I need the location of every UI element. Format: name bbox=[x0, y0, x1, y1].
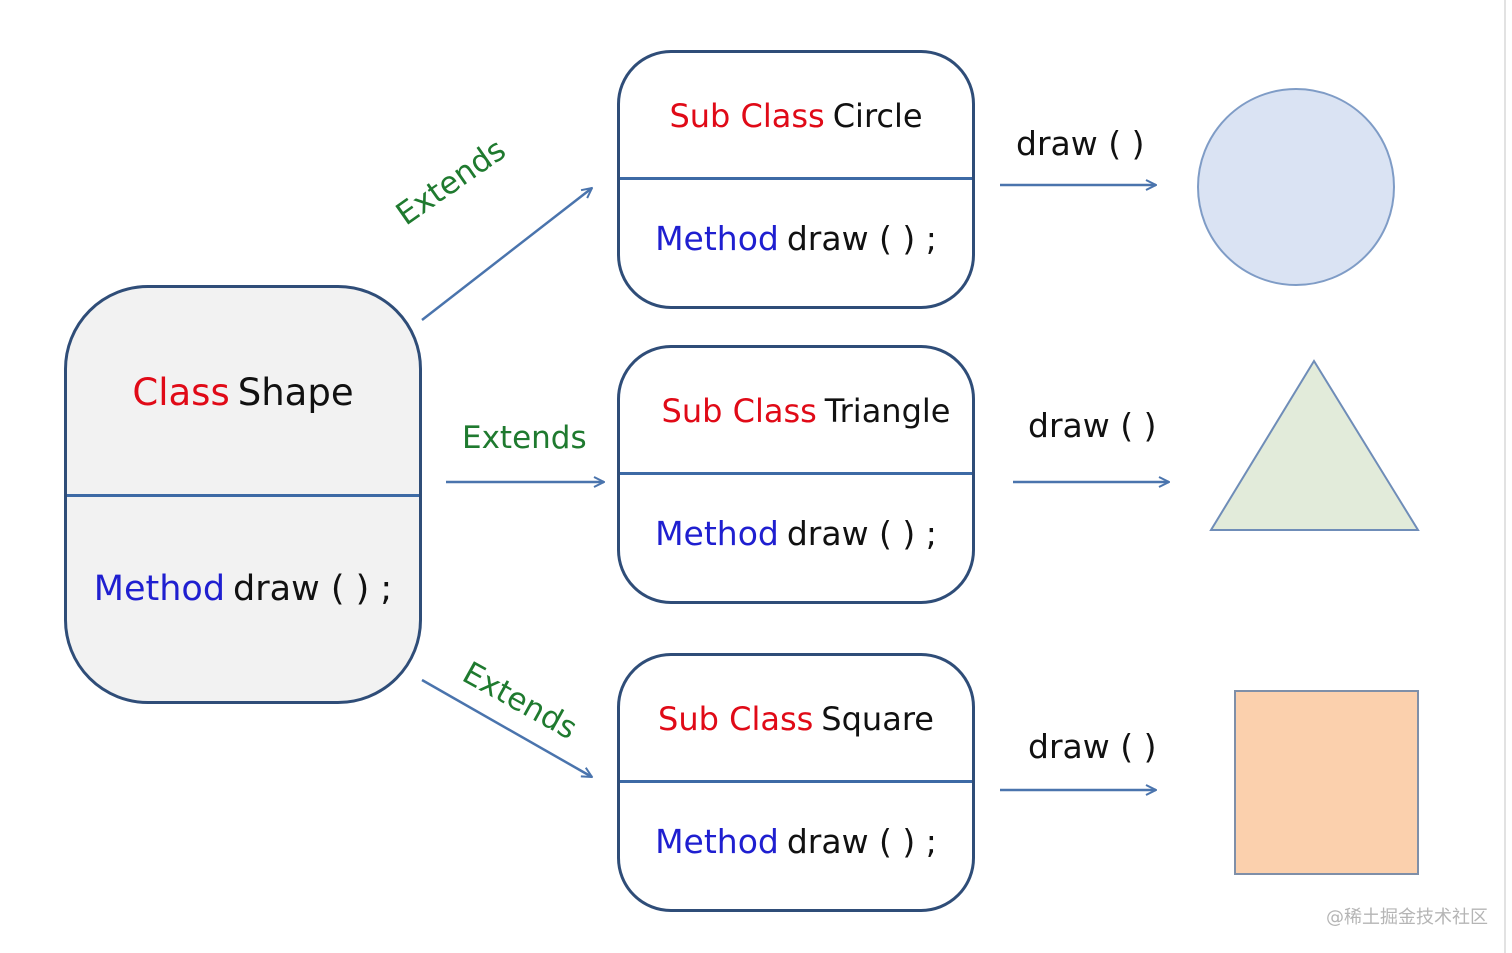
class-keyword: Class bbox=[132, 370, 230, 414]
method-signature: draw ( ) ; bbox=[786, 821, 937, 861]
watermark: @稀土掘金技术社区 bbox=[1326, 907, 1488, 928]
method-signature: draw ( ) ; bbox=[786, 218, 937, 258]
extends-label-triangle: Extends bbox=[462, 420, 587, 456]
square-icon bbox=[1234, 690, 1419, 875]
extends-arrow-square bbox=[421, 678, 592, 777]
method-keyword: Method bbox=[93, 569, 226, 609]
subclass-name: Circle bbox=[832, 97, 923, 135]
subclass-keyword: Sub Class bbox=[661, 392, 817, 430]
extends-arrow-circle bbox=[421, 188, 592, 321]
subclass-keyword: Sub Class bbox=[669, 97, 825, 135]
method-keyword: Method bbox=[655, 513, 779, 553]
method-signature: draw ( ) ; bbox=[786, 513, 937, 553]
subclass-divider bbox=[620, 472, 972, 475]
draw-label-square: draw ( ) bbox=[1028, 727, 1157, 766]
subclass-name: Triangle bbox=[824, 392, 951, 430]
draw-label-triangle: draw ( ) bbox=[1028, 406, 1157, 445]
subclass-name: Square bbox=[821, 700, 934, 738]
circle-icon bbox=[1197, 88, 1395, 286]
subclass-keyword: Sub Class bbox=[658, 700, 814, 738]
draw-label-circle: draw ( ) bbox=[1016, 124, 1145, 163]
subclass-divider bbox=[620, 780, 972, 783]
class-name: Shape bbox=[237, 370, 354, 414]
method-signature: draw ( ) ; bbox=[233, 569, 393, 609]
method-keyword: Method bbox=[655, 821, 779, 861]
subclass-divider bbox=[620, 177, 972, 180]
triangle-icon bbox=[1209, 359, 1420, 531]
right-edge-divider bbox=[1504, 0, 1506, 953]
class-divider bbox=[67, 494, 419, 497]
method-keyword: Method bbox=[655, 218, 779, 258]
